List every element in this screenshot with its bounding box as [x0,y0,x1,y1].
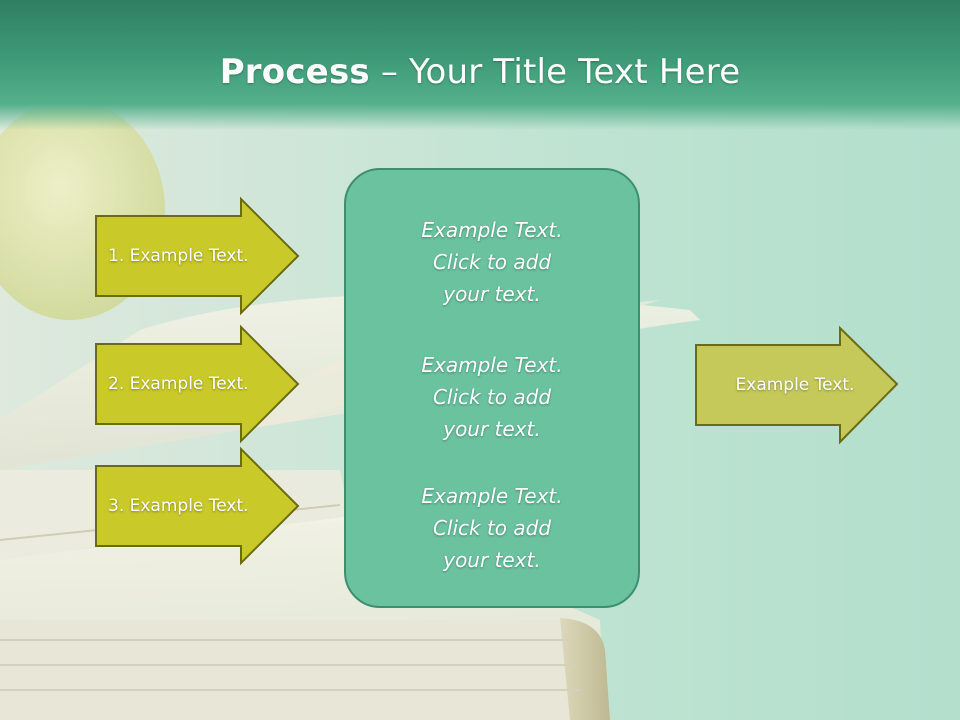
title-rest: – Your Title Text Here [369,52,741,92]
process-arrow-label-2: 2. Example Text. [108,374,249,394]
center-block-3-line-1: Example Text. [421,484,563,508]
title-bold: Process [219,52,370,92]
center-block-1-line-1: Example Text. [421,218,563,242]
arrow-shape-2 [95,324,300,444]
slide-title[interactable]: Process – Your Title Text Here [0,52,960,92]
process-arrow-label-3: 3. Example Text. [108,496,249,516]
result-arrow-label: Example Text. [735,375,855,395]
center-block-1-line-2: Click to add [432,250,552,274]
center-block-1-line-3: your text. [443,282,541,306]
process-arrow-1[interactable]: 1. Example Text. [95,196,300,316]
center-block-3: Example Text. Click to add your text. [346,480,638,576]
center-block-3-line-3: your text. [443,548,541,572]
center-block-2-line-2: Click to add [432,385,552,409]
arrow-shape-1 [95,196,300,316]
center-block-2-line-3: your text. [443,417,541,441]
result-arrow[interactable]: Example Text. [695,325,899,445]
process-arrow-2[interactable]: 2. Example Text. [95,324,300,444]
title-band [0,0,960,130]
process-arrow-label-1: 1. Example Text. [108,246,249,266]
center-block-3-line-2: Click to add [432,516,552,540]
center-block-1: Example Text. Click to add your text. [346,214,638,310]
result-arrow-shape [695,325,899,445]
process-arrow-3[interactable]: 3. Example Text. [95,446,300,566]
center-block-2-line-1: Example Text. [421,353,563,377]
center-text-box[interactable]: Example Text. Click to add your text. Ex… [344,168,640,608]
arrow-shape-3 [95,446,300,566]
center-block-2: Example Text. Click to add your text. [346,349,638,445]
